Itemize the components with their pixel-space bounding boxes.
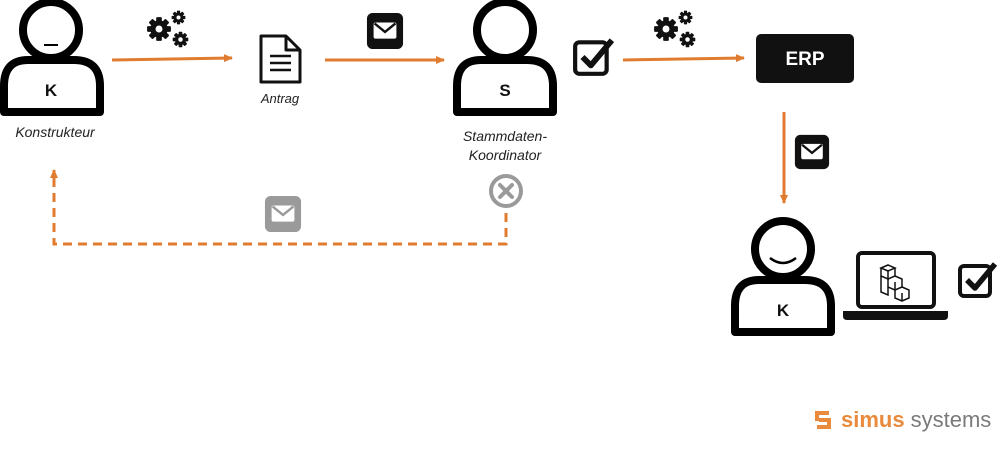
gears-icon [654, 10, 696, 48]
arrow-koordinator-to-erp [622, 54, 745, 63]
erp-label: ERP [785, 49, 824, 70]
document-icon [259, 34, 302, 84]
logo-mark [815, 409, 835, 431]
mail-icon-muted [264, 195, 302, 233]
cubes-icon [879, 264, 910, 302]
koordinator-avatar: S [453, 0, 557, 116]
laptop-icon [843, 251, 948, 320]
arrow-konstrukteur-to-antrag [111, 54, 233, 63]
erp-box: ERP [756, 34, 854, 83]
checkbox-icon [575, 40, 612, 74]
logo-text-simus: simus [841, 407, 905, 432]
koordinator-label-line2: Koordinator [468, 147, 542, 163]
koordinator-letter: S [499, 81, 510, 100]
gears-icon [147, 10, 189, 48]
reject-icon [489, 174, 523, 208]
konstrukteur-letter: K [45, 81, 58, 100]
simus-systems-logo: simus systems [815, 405, 991, 435]
logo-text-systems: systems [910, 407, 992, 432]
konstrukteur-happy-avatar: K [731, 217, 835, 336]
koordinator-label-line1: Stammdaten- [462, 128, 548, 144]
mail-icon [794, 134, 830, 170]
konstrukteur-label: Konstrukteur [15, 124, 95, 140]
antrag-label: Antrag [260, 91, 300, 106]
konstrukteur-avatar: K [0, 0, 104, 116]
checkbox-icon [960, 264, 995, 296]
konstrukteur2-letter: K [777, 301, 790, 320]
mail-icon [366, 12, 404, 50]
arrow-reject-return [50, 169, 508, 246]
